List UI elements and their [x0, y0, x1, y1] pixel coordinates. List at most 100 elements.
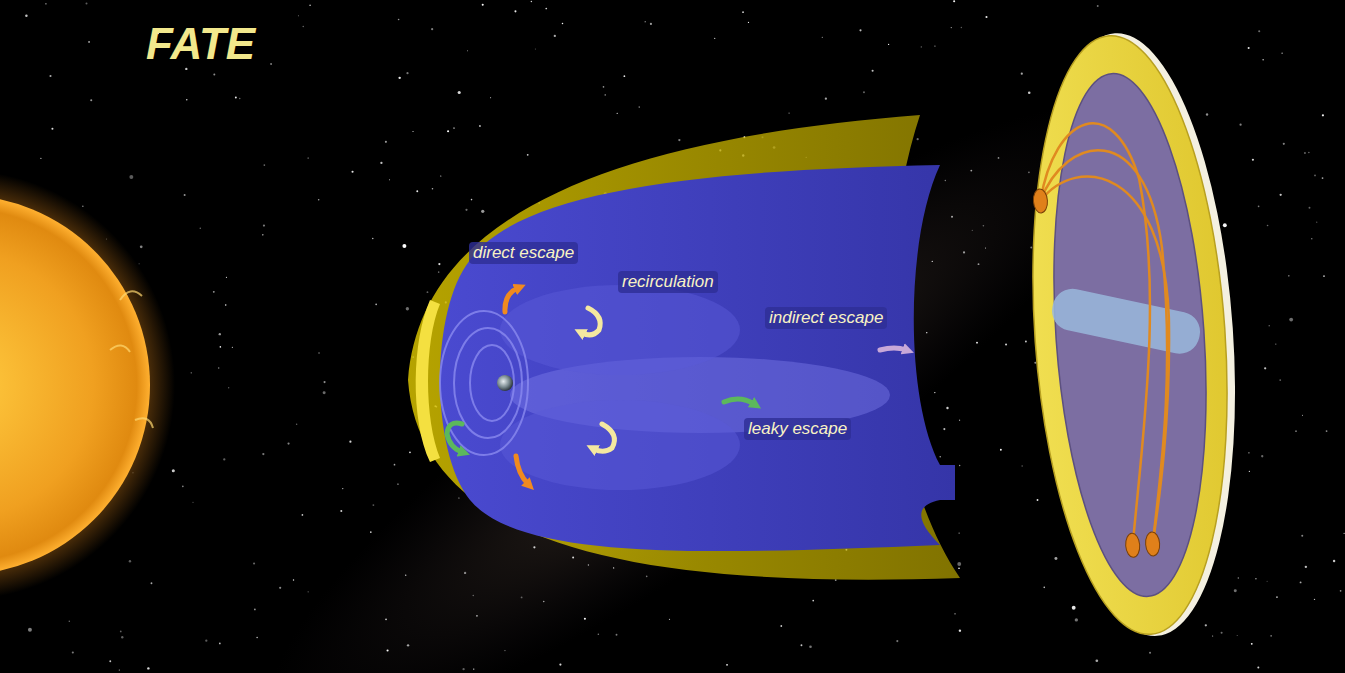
bow-shock-rim [416, 300, 440, 462]
star [714, 38, 715, 39]
star [228, 387, 229, 388]
star [1280, 194, 1282, 196]
star [129, 175, 133, 179]
star [398, 77, 400, 79]
star [1305, 566, 1307, 568]
star [624, 75, 626, 77]
star [888, 44, 889, 45]
star [584, 618, 586, 620]
star [405, 575, 406, 576]
process-label: indirect escape [765, 307, 887, 329]
star [1322, 114, 1324, 116]
star [1269, 325, 1270, 326]
star [235, 96, 237, 98]
star [471, 199, 473, 201]
star [432, 188, 434, 190]
star [1212, 635, 1213, 636]
star [139, 263, 140, 264]
star [45, 3, 46, 4]
star [822, 37, 823, 38]
star [184, 194, 186, 196]
star [296, 423, 297, 424]
star [270, 63, 272, 65]
star [1288, 275, 1289, 276]
star [1270, 635, 1272, 637]
star [605, 94, 606, 95]
star [1034, 362, 1036, 364]
star [533, 546, 535, 548]
star [1311, 238, 1312, 239]
star [983, 225, 985, 227]
star [562, 23, 564, 25]
south-lobe [500, 400, 740, 490]
star [219, 643, 221, 645]
star [1258, 30, 1260, 32]
star [959, 533, 960, 534]
star [1262, 59, 1264, 61]
star [447, 130, 449, 132]
star [1302, 415, 1303, 416]
star [1005, 343, 1007, 345]
star [220, 346, 222, 348]
star [413, 131, 414, 132]
star [1300, 581, 1302, 583]
star [232, 347, 233, 348]
star [385, 141, 387, 143]
star [572, 556, 574, 558]
star [394, 464, 396, 466]
star [1249, 471, 1250, 472]
star [939, 456, 940, 457]
star [402, 244, 406, 248]
star [801, 644, 803, 646]
star [407, 644, 409, 646]
star [1075, 618, 1078, 621]
star [427, 291, 429, 293]
star [438, 271, 440, 273]
star [726, 664, 728, 666]
star [49, 75, 51, 77]
star [669, 619, 670, 620]
star [504, 650, 505, 651]
star [559, 663, 561, 665]
star [535, 48, 536, 49]
star [1258, 205, 1260, 207]
star [1252, 159, 1254, 161]
star [323, 391, 326, 394]
star [543, 601, 544, 602]
star [465, 209, 467, 211]
star [616, 634, 618, 636]
star [896, 640, 898, 642]
star [1323, 275, 1325, 277]
star [82, 206, 84, 208]
star [514, 10, 516, 12]
star [1248, 452, 1249, 453]
star [959, 420, 960, 421]
star [1314, 599, 1315, 600]
star [545, 8, 547, 10]
star [1326, 430, 1328, 432]
star [972, 230, 973, 231]
star [1021, 465, 1023, 467]
star [192, 502, 193, 503]
star [638, 106, 640, 108]
star [872, 70, 874, 72]
star [1264, 367, 1266, 369]
star [1344, 533, 1345, 534]
star [1248, 47, 1250, 49]
magnetosheath [408, 115, 960, 580]
star [780, 625, 782, 627]
star [1322, 177, 1324, 179]
star [978, 263, 980, 265]
star [262, 234, 264, 236]
star [527, 154, 529, 156]
star [917, 138, 919, 140]
star [1261, 455, 1263, 457]
star [438, 263, 440, 265]
star [1239, 124, 1241, 126]
star [812, 600, 814, 602]
star [943, 428, 945, 430]
star [182, 486, 184, 488]
star [398, 19, 400, 21]
star [409, 452, 411, 454]
star [1095, 659, 1098, 662]
